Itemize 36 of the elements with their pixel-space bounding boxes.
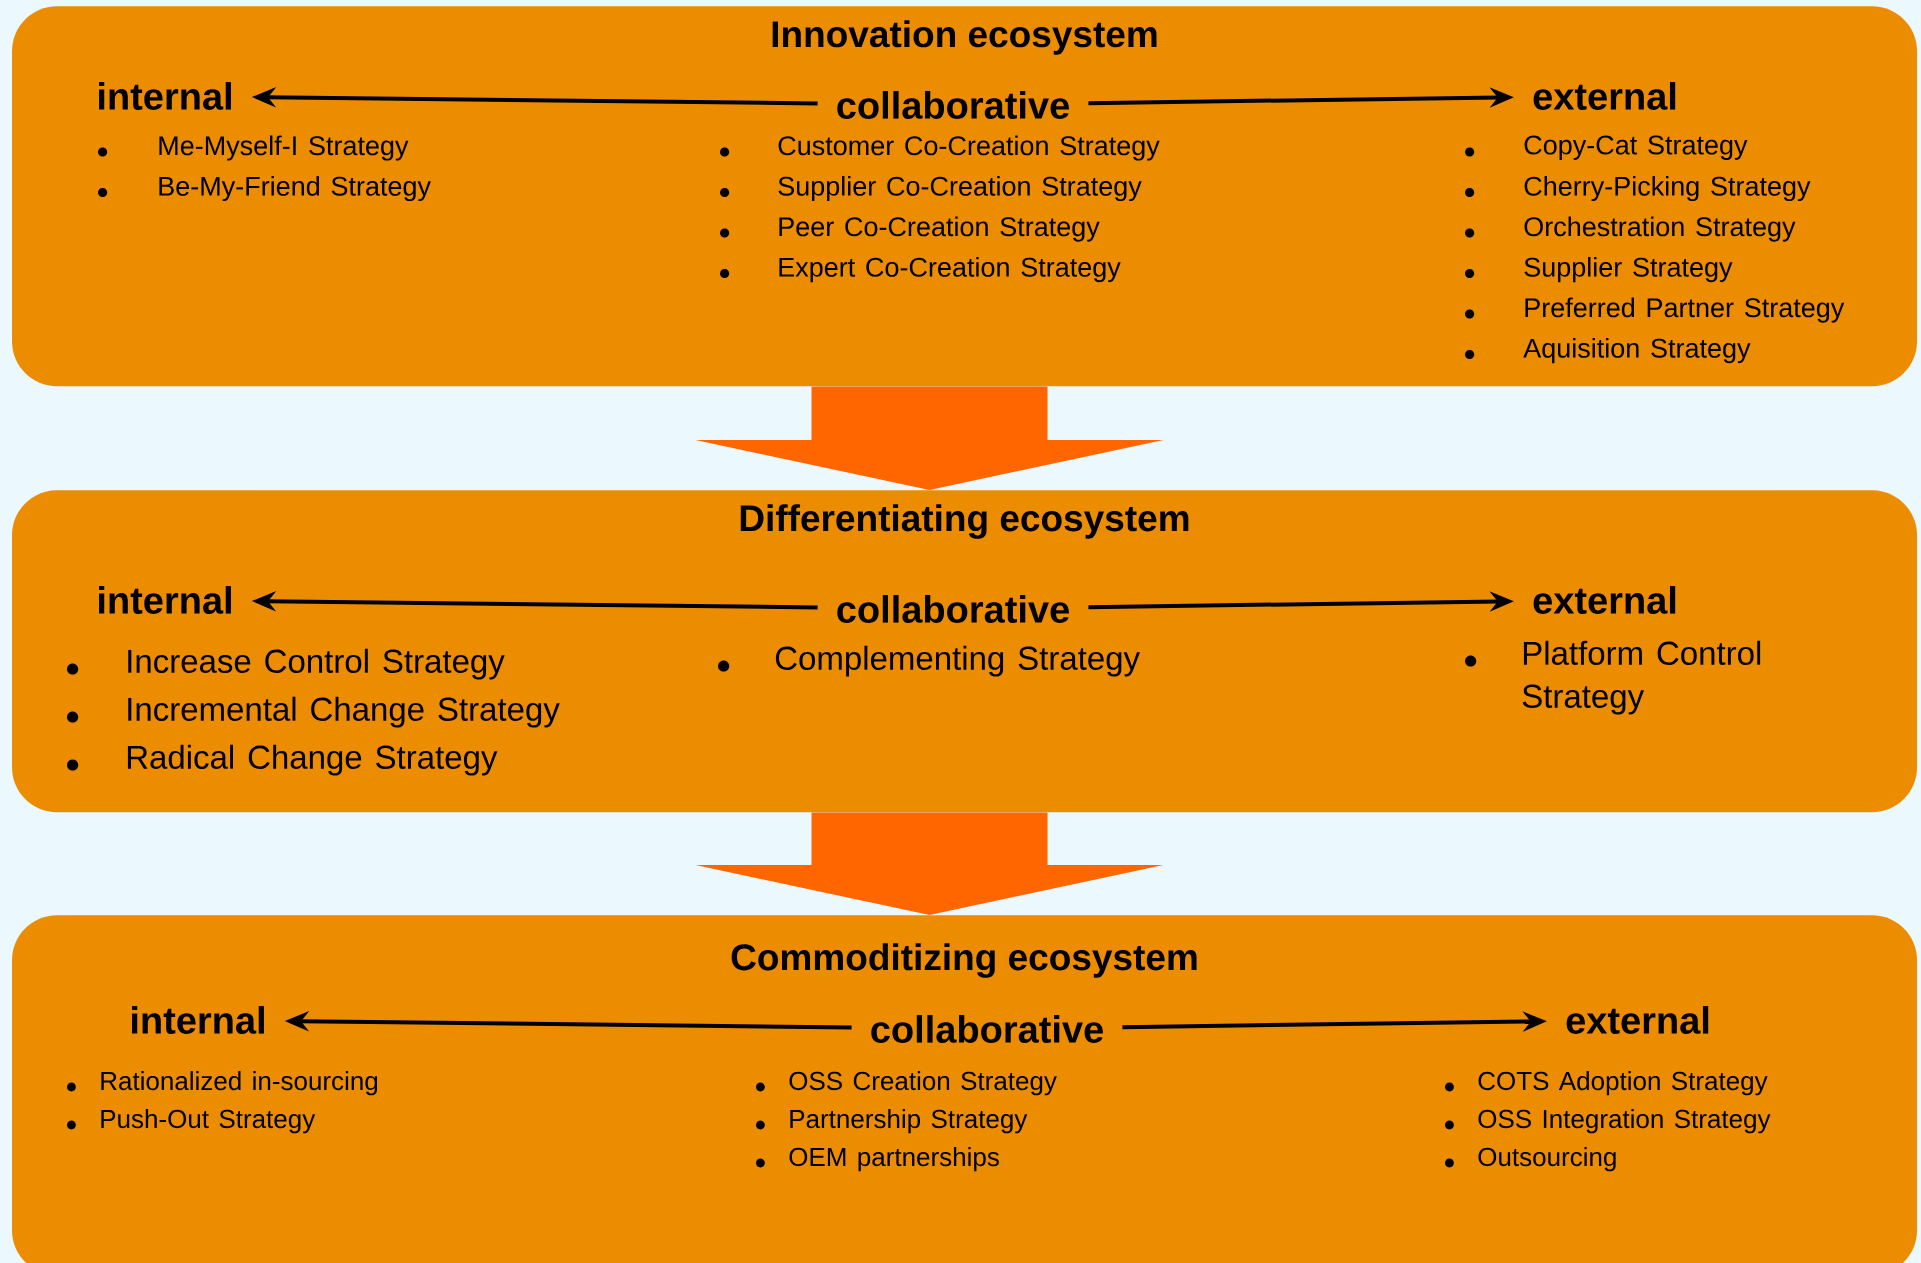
bullet-item: Customer Co-Creation Strategy [720, 135, 1160, 161]
bullet-item: Peer Co-Creation Strategy [720, 216, 1100, 242]
bullet-item: Me-Myself-I Strategy [98, 135, 409, 161]
bullet-item: OSS Creation Strategy [756, 1071, 1057, 1096]
bullet-item: Complementing Strategy [718, 645, 1140, 677]
category-heading: external [1533, 586, 1676, 614]
bullet-item: COTS Adoption Strategy [1445, 1071, 1768, 1096]
bullet-item: Cherry-Picking Strategy [1465, 175, 1811, 202]
category-heading: collaborative [837, 91, 1069, 119]
bullet-item: Incremental Change Strategy [67, 696, 560, 728]
bullet-item: Increase Control Strategy [67, 648, 505, 680]
bullet-item: Partnership Strategy [756, 1109, 1028, 1134]
bullet-item: Aquisition Strategy [1465, 337, 1751, 364]
category-heading: collaborative [837, 595, 1069, 623]
bullet-item: Radical Change Strategy [67, 744, 498, 776]
bullet-item: Push-Out Strategy [67, 1109, 316, 1134]
block-arrow [695, 812, 1164, 915]
bullet-item: Copy-Cat Strategy [1465, 135, 1748, 160]
category-heading: collaborative [871, 1015, 1103, 1043]
category-heading: external [1566, 1006, 1709, 1034]
bullet-item: Expert Co-Creation Strategy [720, 256, 1121, 283]
block-arrow [695, 386, 1164, 490]
category-heading: internal [99, 82, 231, 110]
bullet-item: Supplier Co-Creation Strategy [720, 175, 1142, 202]
bullet-item: OSS Integration Strategy [1445, 1109, 1771, 1134]
bullet-item: Outsourcing [1445, 1147, 1616, 1172]
bullet-item: Preferred Partner Strategy [1465, 297, 1845, 323]
bullet-item: Orchestration Strategy [1465, 216, 1796, 242]
bullet-item: Be-My-Friend Strategy [98, 175, 431, 202]
bullet-item: Supplier Strategy [1465, 256, 1733, 283]
category-heading: internal [132, 1006, 264, 1034]
category-heading: internal [99, 586, 231, 614]
bullet-item: OEM partnerships [756, 1147, 999, 1172]
bullet-item: Rationalized in-sourcing [67, 1071, 378, 1096]
bullet-item: Platform Control Strategy [1465, 640, 1761, 715]
category-heading: external [1533, 82, 1676, 110]
